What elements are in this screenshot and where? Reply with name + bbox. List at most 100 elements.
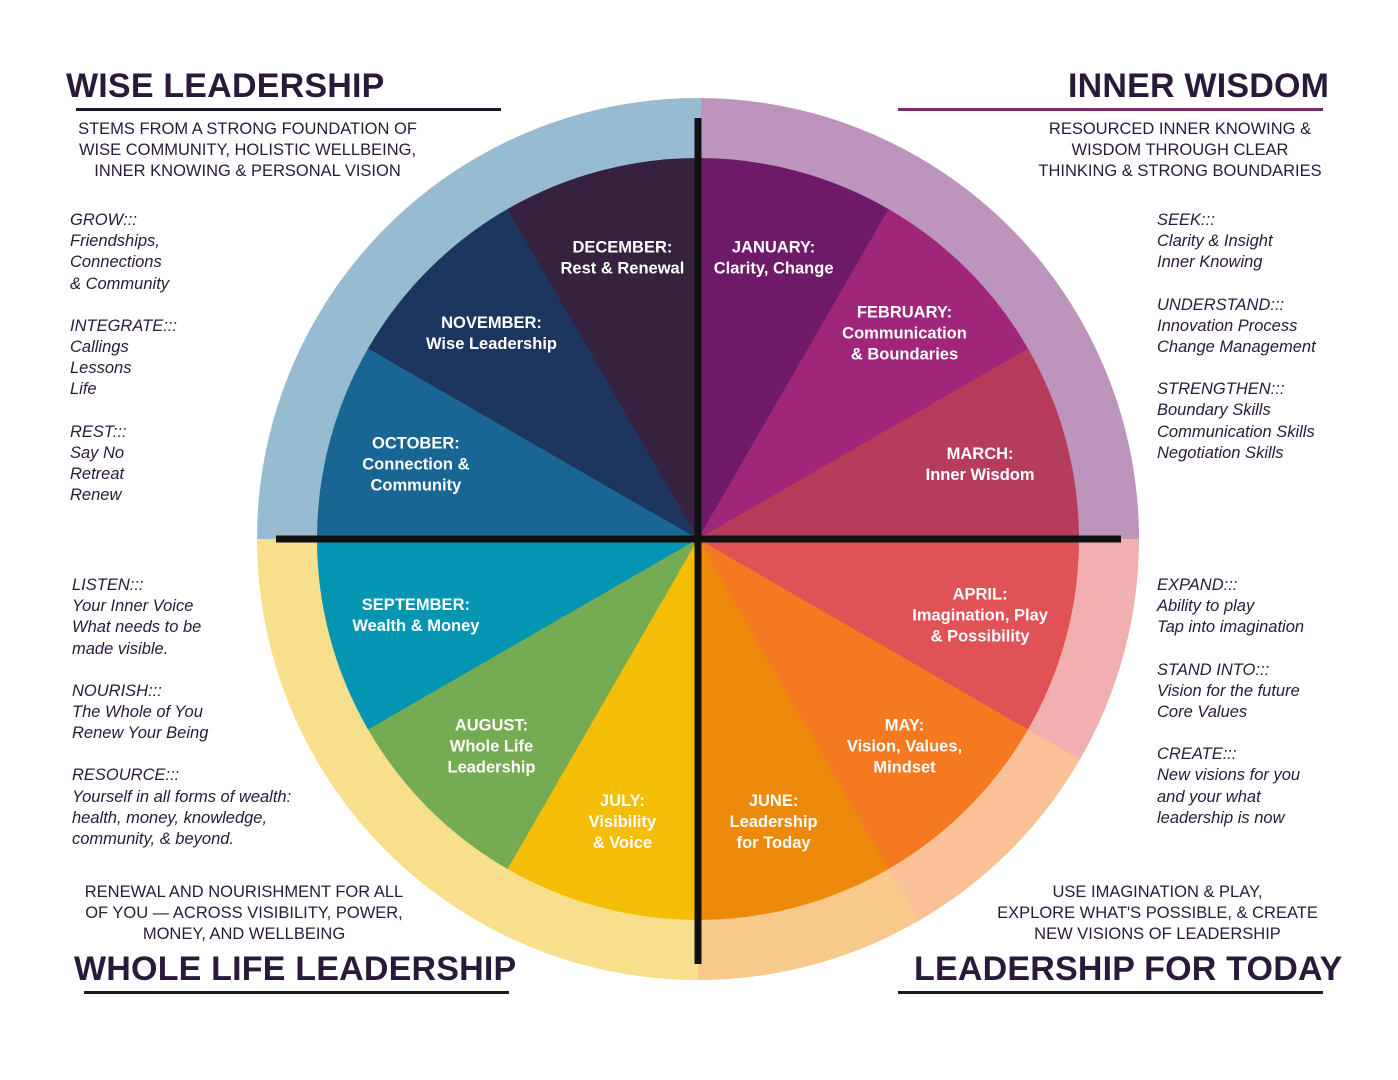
month-name: OCTOBER:	[372, 434, 460, 452]
note-label: EXPAND:::	[1157, 576, 1238, 594]
month-label: MARCH: Inner Wisdom	[926, 445, 1035, 484]
note-label: INTEGRATE:::	[70, 316, 177, 335]
month-theme: Visibility	[589, 813, 657, 831]
wise-leadership-notes: GROW:::Friendships,Connections& Communit…	[70, 210, 330, 527]
month-name: JULY:	[600, 792, 645, 810]
note-item: Negotiation Skills	[1157, 443, 1284, 462]
month-name: SEPTEMBER:	[362, 596, 470, 614]
leadership-for-today-description: USE IMAGINATION & PLAY, EXPLORE WHAT'S P…	[997, 883, 1318, 943]
note-item: Renew	[70, 486, 122, 505]
note-item: What needs to be	[72, 618, 202, 637]
note-item: health, money, knowledge,	[72, 808, 268, 827]
month-theme: for Today	[737, 834, 812, 852]
note-label: UNDERSTAND:::	[1157, 295, 1285, 314]
month-theme: Connection &	[362, 455, 469, 473]
note-label: CREATE:::	[1157, 745, 1237, 764]
note-label: NOURISH:::	[72, 681, 162, 700]
wise-leadership-description: STEMS FROM A STRONG FOUNDATION OF WISE C…	[78, 120, 417, 180]
note-item: Boundary Skills	[1157, 401, 1271, 420]
note-item: made visible.	[72, 639, 169, 658]
month-name: FEBRUARY:	[857, 304, 952, 322]
leadership-for-today-rule	[898, 991, 1323, 994]
quadrant-dividers	[276, 118, 1121, 964]
month-name: APRIL:	[953, 586, 1008, 604]
whole-life-leadership-rule	[84, 991, 509, 994]
note-item: community, & beyond.	[72, 830, 235, 849]
wise-leadership-rule	[76, 108, 501, 111]
month-label: MAY:Vision, Values,Mindset	[847, 717, 962, 777]
note-item: Communication Skills	[1157, 422, 1315, 441]
month-label: APRIL:Imagination, Play& Possibility	[912, 586, 1049, 646]
month-wedges	[317, 158, 1079, 920]
month-label: FEBRUARY:Communication& Boundaries	[842, 304, 967, 364]
month-label: JUNE: Leadership for Today	[730, 792, 818, 852]
month-name: JANUARY:	[732, 238, 815, 256]
month-wedge	[698, 209, 1029, 540]
note-item: Say No	[70, 443, 125, 462]
note-item: Clarity & Insight	[1157, 232, 1273, 251]
note-label: SEEK:::	[1157, 211, 1215, 229]
month-labels: JANUARY: Clarity, ChangeFEBRUARY:Communic…	[352, 238, 1048, 852]
note-item: Yourself in all forms of wealth:	[72, 787, 292, 806]
note-item: New visions for you	[1157, 766, 1301, 785]
whole-life-leadership-heading: WHOLE LIFE LEADERSHIP	[74, 950, 517, 988]
month-theme: Clarity, Change	[714, 259, 834, 277]
month-wedge	[368, 208, 698, 540]
note-item: Lessons	[70, 359, 132, 378]
note-item: & Community	[70, 274, 170, 293]
note-item: and your what	[1157, 787, 1261, 806]
note-item: Inner Knowing	[1157, 253, 1263, 272]
month-theme: Wise Leadership	[426, 335, 557, 353]
month-wedge	[698, 539, 1079, 732]
month-name: NOVEMBER:	[441, 314, 542, 332]
note-label: STRENGTHEN:::	[1157, 380, 1285, 399]
month-wedge	[698, 158, 891, 539]
month-wedge	[507, 158, 700, 540]
note-label: GROW:::	[70, 211, 137, 229]
note-item: Retreat	[70, 465, 125, 484]
horizontal-divider	[276, 535, 1121, 543]
note-item: Core Values	[1157, 703, 1248, 722]
note-item: Friendships,	[70, 232, 160, 251]
note-item: The Whole of You	[72, 703, 203, 722]
wise-leadership-heading: WISE LEADERSHIP	[66, 67, 385, 105]
month-theme: Inner Wisdom	[926, 466, 1035, 484]
note-item: Callings	[70, 338, 129, 357]
month-label: SEPTEMBER:Wealth & Money	[352, 596, 480, 635]
month-theme: & Possibility	[931, 628, 1031, 646]
month-theme: Vision, Values,	[847, 738, 962, 756]
month-wedge	[505, 539, 698, 920]
note-item: Ability to play	[1157, 597, 1255, 616]
month-theme: Rest & Renewal	[561, 259, 685, 277]
month-name: DECEMBER:	[572, 238, 672, 256]
month-theme: & Voice	[593, 834, 652, 852]
month-wedge	[317, 346, 698, 539]
month-label: JULY: Visibility & Voice	[589, 792, 657, 852]
month-theme: Community	[371, 476, 463, 494]
month-theme: Leadership	[730, 813, 818, 831]
month-name: MAY:	[885, 717, 924, 735]
month-wedge	[698, 348, 1079, 541]
note-item: Your Inner Voice	[72, 597, 194, 616]
month-name: MARCH:	[947, 445, 1014, 463]
month-name: JUNE:	[749, 792, 799, 810]
month-wedge	[317, 537, 698, 730]
note-label: RESOURCE:::	[72, 766, 180, 785]
month-name: AUGUST:	[455, 717, 528, 735]
note-item: Vision for the future	[1157, 681, 1300, 700]
month-label: OCTOBER: Connection & Community	[362, 434, 469, 494]
leadership-for-today-heading: LEADERSHIP FOR TODAY	[914, 950, 1343, 988]
whole-life-leadership-description: RENEWAL AND NOURISHMENT FOR ALL OF YOU —…	[84, 883, 404, 943]
note-item: leadership is now	[1157, 808, 1285, 827]
